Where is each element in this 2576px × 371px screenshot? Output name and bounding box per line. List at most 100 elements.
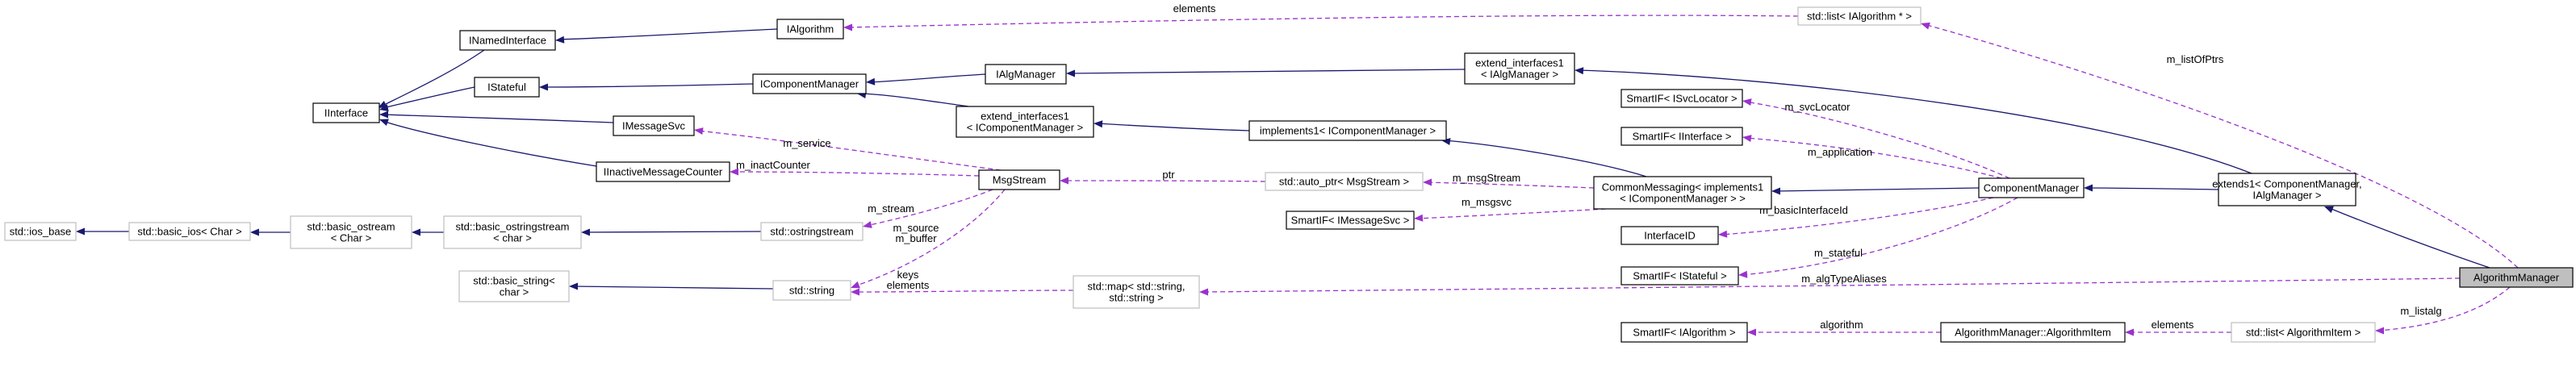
class-node-smartif-isvclocator[interactable]: SmartIF< ISvcLocator > [1620, 89, 1743, 108]
edge-line [1745, 101, 2010, 179]
node-label: SmartIF< IStateful > [1633, 270, 1726, 282]
class-node-msgstream[interactable]: MsgStream [978, 169, 1060, 190]
class-node-imessagesvc[interactable]: IMessageSvc [613, 115, 695, 136]
edge-label-line: m_msgStream [1453, 172, 1521, 184]
class-node-smartif-imessagesvc[interactable]: SmartIF< IMessageSvc > [1286, 211, 1415, 230]
node-label: extends1< ComponentManager, [2212, 178, 2361, 190]
class-node-stdlist-ialgorithm[interactable]: std::list< IAlgorithm * > [1797, 6, 1922, 26]
edge-label: m_svcLocator [1785, 101, 1851, 113]
node-label: SmartIF< ISvcLocator > [1626, 93, 1737, 105]
arrowhead [1414, 214, 1424, 222]
edge-stdlist_IAlgorithm-to-IAlgorithm: elements [843, 2, 1799, 31]
node-label: std::basic_ostream [307, 221, 395, 233]
node-box [956, 106, 1094, 138]
class-node-smartif-istateful[interactable]: SmartIF< IStateful > [1620, 266, 1739, 286]
class-node-std-map[interactable]: std::map< std::string,std::string > [1073, 275, 1200, 309]
node-label: IInterface [324, 107, 368, 119]
arrowhead [851, 288, 859, 296]
node-label: std::string [789, 285, 834, 297]
class-node-inamedinterface[interactable]: INamedInterface [459, 30, 556, 51]
class-node-algorithmmanager[interactable]: AlgorithmManager [2459, 267, 2574, 288]
edge-label: m_stream [868, 202, 914, 215]
class-node-commonmessaging[interactable]: CommonMessaging< implements1< IComponent… [1593, 176, 1772, 210]
node-label: char > [500, 286, 529, 298]
edge-AlgorithmManager-to-std_map: m_algTypeAliases [1199, 273, 2461, 296]
edge-label: m_msgStream [1453, 172, 1521, 184]
class-node-auto-ptr-msgstream[interactable]: std::auto_ptr< MsgStream > [1265, 172, 1424, 191]
node-box [1620, 266, 1739, 286]
edge-label-line: m_algTypeAliases [1801, 273, 1887, 285]
node-label: MsgStream [993, 174, 1046, 186]
class-node-extend-interfaces1-icomponentmanager[interactable]: extend_interfaces1< IComponentManager > [956, 106, 1094, 138]
class-node-ostringstream[interactable]: std::ostringstream [760, 222, 864, 241]
edge-IInactiveMessageCounter-to-IInterface [379, 119, 597, 167]
class-node-iinterface[interactable]: IInterface [312, 102, 380, 123]
class-node-extends1-componentmanager[interactable]: extends1< ComponentManager,IAlgManager > [2212, 173, 2362, 206]
edge-line [1096, 123, 1250, 131]
node-box [1265, 172, 1424, 191]
node-label: ComponentManager [1984, 182, 2080, 194]
class-node-extend-interfaces1-ialgmanager[interactable]: extend_interfaces1< IAlgManager > [1464, 52, 1575, 85]
class-node-ialgorithm[interactable]: IAlgorithm [776, 19, 844, 40]
node-label: std::basic_ios< Char > [137, 226, 241, 238]
class-node-iinactivemessagecounter[interactable]: IInactiveMessageCounter [596, 161, 730, 182]
node-label: std::ostringstream [770, 226, 853, 238]
edge-line [382, 114, 614, 123]
edge-basic_ostringstream-to-basic_ostream [412, 228, 444, 236]
class-node-interfaceid[interactable]: InterfaceID [1620, 226, 1719, 245]
edge-IComponentManager-to-IStateful [539, 83, 754, 91]
edge-line [1425, 181, 1595, 189]
node-label: < char > [493, 232, 532, 244]
edge-MsgStream-to-IMessageSvc: m_service [694, 127, 1002, 171]
edge-line [2086, 187, 2219, 190]
edge-MsgStream-to-IInactiveMessageCounter: m_inactCounter [730, 159, 980, 177]
node-label: IComponentManager [760, 78, 859, 90]
class-node-smartif-iinterface[interactable]: SmartIF< IInterface > [1620, 127, 1743, 146]
node-box [776, 19, 844, 40]
node-label: std::basic_ostringstream [456, 221, 570, 233]
node-box [1940, 322, 2126, 343]
arrowhead [863, 221, 872, 228]
node-label: SmartIF< IInterface > [1633, 131, 1732, 143]
arrowhead [76, 227, 85, 236]
class-node-ialgmanager[interactable]: IAlgManager [985, 64, 1067, 85]
edge-label-line: m_service [783, 137, 830, 149]
class-node-basic-ios[interactable]: std::basic_ios< Char > [128, 222, 251, 241]
edge-line [853, 290, 1074, 293]
node-label: std::list< IAlgorithm * > [1807, 10, 1912, 23]
arrowhead [539, 83, 548, 91]
edge-label: algorithm [1820, 319, 1863, 331]
class-node-smartif-ialgorithm[interactable]: SmartIF< IAlgorithm > [1620, 322, 1748, 343]
class-node-stdlist-algorithmitem[interactable]: std::list< AlgorithmItem > [2231, 322, 2376, 343]
class-node-istateful[interactable]: IStateful [474, 77, 540, 98]
class-node-ios-base[interactable]: std::ios_base [4, 222, 77, 241]
class-node-implements1-icomponentmanager[interactable]: implements1< IComponentManager > [1248, 120, 1447, 141]
class-node-basic-string[interactable]: std::basic_string<char > [458, 270, 570, 302]
node-label: < IAlgManager > [1481, 69, 1558, 81]
edge-line [583, 231, 762, 233]
edge-label-line: m_buffer [895, 232, 937, 244]
arrowhead [379, 110, 388, 119]
class-node-basic-ostream[interactable]: std::basic_ostream< Char > [290, 215, 412, 249]
node-label: SmartIF< IMessageSvc > [1291, 215, 1410, 227]
class-node-basic-ostringstream[interactable]: std::basic_ostringstream< char > [443, 215, 582, 249]
edge-ostringstream-to-basic_ostringstream [581, 228, 762, 236]
class-node-std-string[interactable]: std::string [772, 280, 851, 301]
edge-label: m_listOfPtrs [2167, 53, 2224, 65]
node-box [760, 222, 864, 241]
edge-INamedInterface-to-IInterface [378, 49, 485, 108]
node-box [1620, 127, 1743, 146]
arrowhead [555, 35, 565, 44]
node-box [1073, 275, 1200, 309]
class-node-algorithmitem[interactable]: AlgorithmManager::AlgorithmItem [1940, 322, 2126, 343]
class-node-icomponentmanager[interactable]: IComponentManager [752, 73, 867, 94]
edge-label: m_listalg [2400, 305, 2441, 317]
edge-line [1923, 23, 2519, 269]
edge-ComponentManager-to-SmartIF_ISvcLocator: m_svcLocator [1742, 98, 2010, 179]
class-node-componentmanager[interactable]: ComponentManager [1978, 177, 2085, 198]
arrowhead [1738, 270, 1748, 278]
node-box [459, 30, 556, 51]
edge-label-line: m_basicInterfaceId [1759, 204, 1848, 216]
